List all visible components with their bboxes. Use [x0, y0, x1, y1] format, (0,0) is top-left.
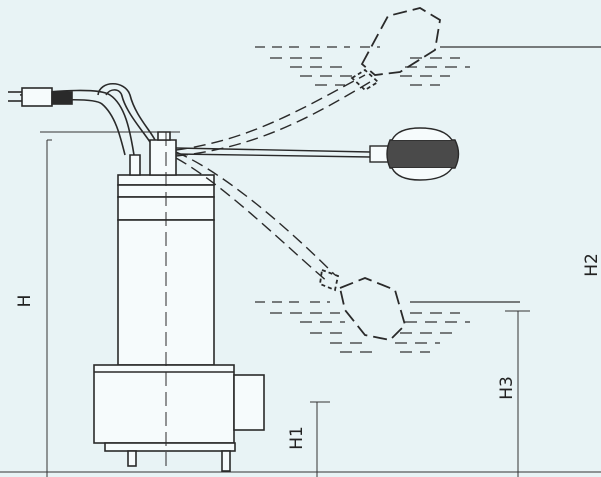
- float-switch-upper: [350, 7, 441, 92]
- water-levels: [255, 46, 601, 353]
- dimension-h-label: H: [15, 295, 35, 308]
- pump-body: [93, 131, 265, 472]
- dimension-h2-label: H2: [582, 253, 601, 277]
- float-switch-lower: [319, 268, 407, 341]
- dimension-h1-label: H1: [287, 426, 307, 450]
- upper-water-level: [255, 46, 601, 86]
- lower-water-level: [255, 301, 520, 353]
- dimension-lines: [0, 131, 601, 477]
- dimension-h3-label: H3: [497, 376, 517, 400]
- float-switch-middle: [369, 127, 460, 181]
- float-cables: [175, 74, 371, 283]
- power-cable: [8, 82, 156, 156]
